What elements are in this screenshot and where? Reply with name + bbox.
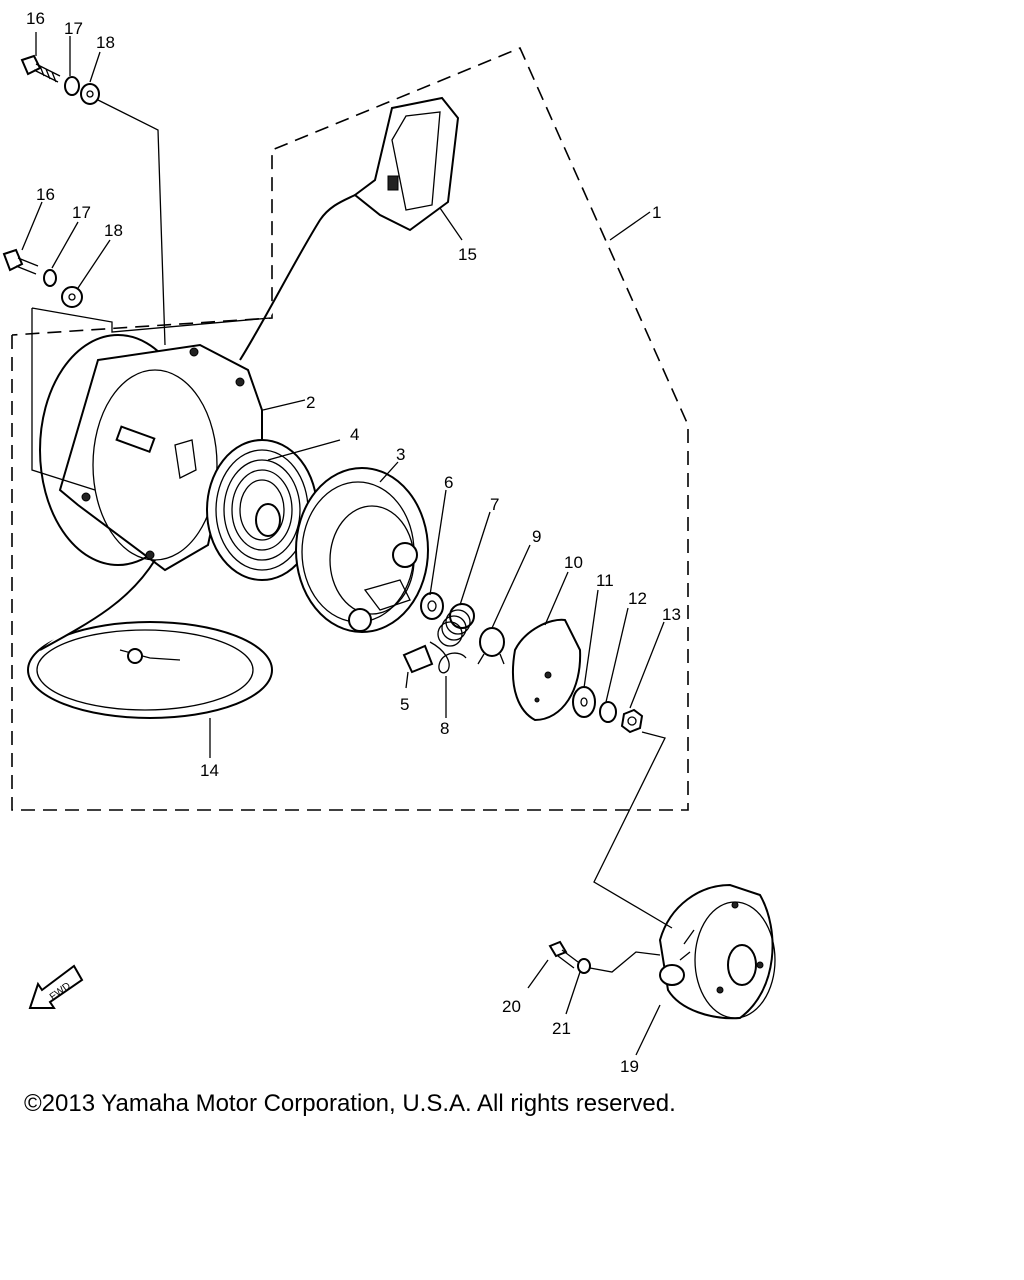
friction-plate-10 — [511, 618, 582, 722]
label-part-12: 12 — [628, 589, 647, 608]
label-part-4: 4 — [350, 425, 359, 444]
label-part-16-top: 16 — [26, 9, 45, 28]
circlip-9 — [477, 627, 505, 665]
label-part-2: 2 — [306, 393, 315, 412]
label-part-13: 13 — [662, 605, 681, 624]
ratchet-5 — [402, 644, 434, 674]
bolt-set-middle — [2, 248, 83, 308]
label-part-19: 19 — [620, 1057, 639, 1076]
washer-6 — [420, 592, 444, 620]
sheave-drum — [295, 467, 429, 633]
spring-7 — [437, 603, 475, 647]
label-part-8: 8 — [440, 719, 449, 738]
leader-lines — [21, 32, 673, 1056]
nut-13 — [620, 708, 644, 734]
starter-handle — [353, 96, 460, 232]
label-part-17-top: 17 — [64, 19, 83, 38]
label-part-20: 20 — [502, 997, 521, 1016]
label-part-18-top: 18 — [96, 33, 115, 52]
label-part-18-middle: 18 — [104, 221, 123, 240]
part-labels: 1 2 3 4 5 6 7 8 9 10 11 12 13 14 15 16 1… — [26, 9, 681, 1076]
label-part-7: 7 — [490, 495, 499, 514]
return-spring-8 — [429, 641, 467, 674]
label-part-11: 11 — [596, 571, 614, 590]
copyright-notice: ©2013 Yamaha Motor Corporation, U.S.A. A… — [24, 1090, 676, 1117]
label-part-6: 6 — [444, 473, 453, 492]
label-part-15: 15 — [458, 245, 477, 264]
washer-11 — [572, 686, 596, 718]
bolt-set-top — [20, 54, 100, 105]
label-part-9: 9 — [532, 527, 541, 546]
bolt-20 — [548, 940, 579, 969]
washer-12 — [599, 701, 617, 723]
label-part-14: 14 — [200, 761, 219, 780]
assembly-boundary — [11, 46, 689, 811]
starter-pulley — [658, 883, 776, 1020]
label-part-1: 1 — [652, 203, 661, 222]
label-part-16-middle: 16 — [36, 185, 55, 204]
label-part-17-middle: 17 — [72, 203, 91, 222]
starter-rope — [27, 194, 356, 719]
label-part-3: 3 — [396, 445, 405, 464]
recoil-starter-exploded-view: 1 2 3 4 5 6 7 8 9 10 11 12 13 14 15 16 1… — [2, 9, 776, 1076]
washer-21 — [577, 958, 591, 974]
recoil-spring — [206, 439, 318, 581]
label-part-5: 5 — [400, 695, 409, 714]
label-part-10: 10 — [564, 553, 583, 572]
fwd-arrow-icon: FWD — [28, 964, 84, 1009]
label-part-21: 21 — [552, 1019, 571, 1038]
